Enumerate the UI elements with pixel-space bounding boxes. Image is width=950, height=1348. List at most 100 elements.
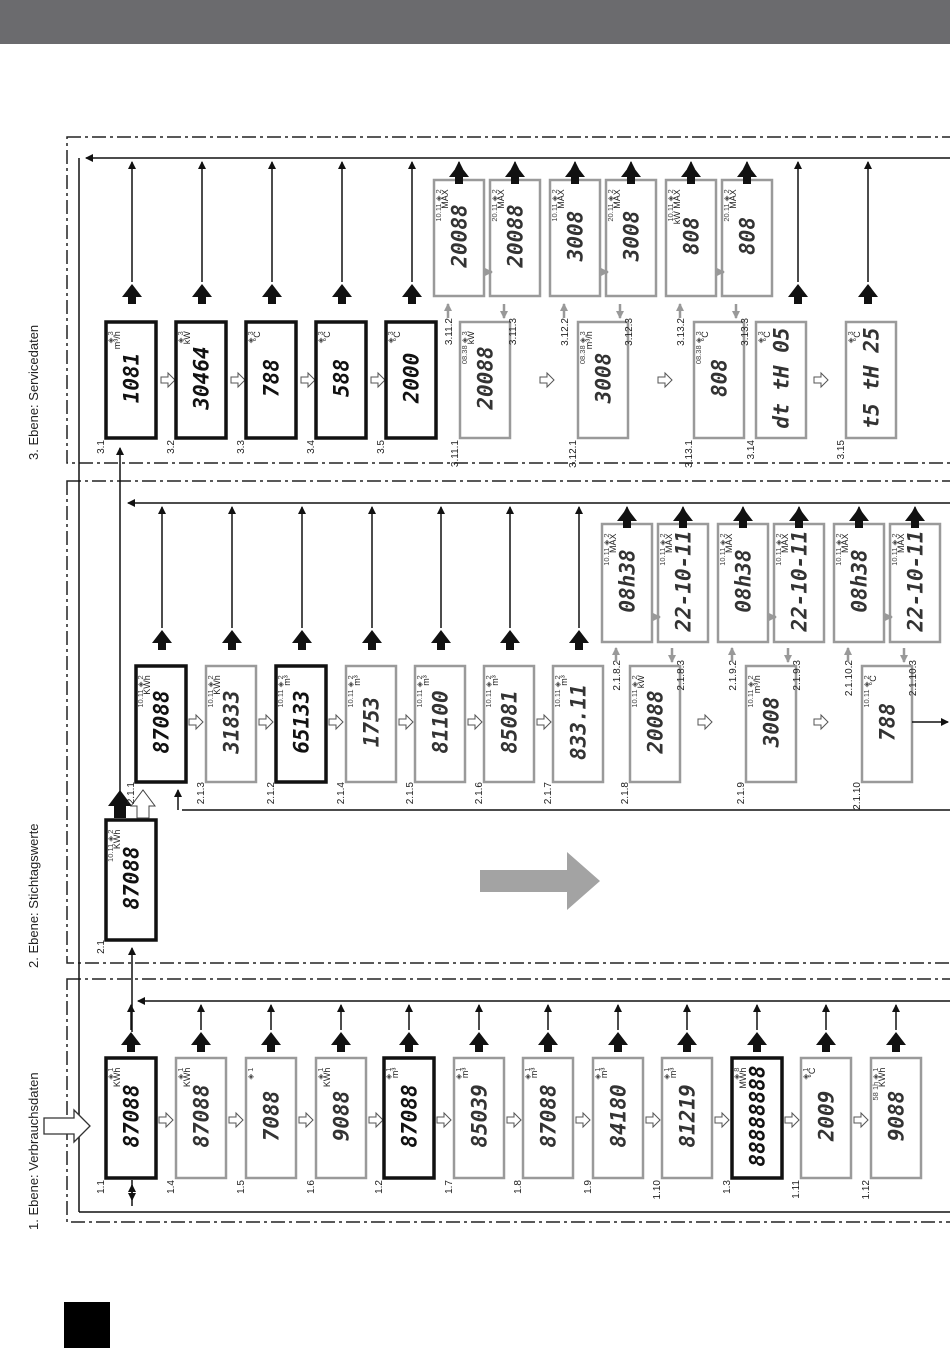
- display-indicator: 10.11 ◈ 2: [106, 830, 115, 862]
- display-indicator: 20.11 ◈ 2: [490, 189, 499, 221]
- display-value: 2009: [814, 1091, 838, 1143]
- display-id-label: 2.1.5: [405, 782, 416, 805]
- display-frame: [384, 320, 438, 440]
- display-unit: m³/h: [584, 331, 594, 349]
- next-arrow: [467, 713, 483, 731]
- display-indicator: 10.11 ◈ 2: [666, 189, 675, 221]
- display-indicator: 10.11 ◈ 2: [415, 675, 424, 707]
- display-value: dt tH 05: [769, 327, 793, 428]
- step-arrow: [431, 630, 451, 650]
- display-value: 87088: [536, 1084, 560, 1147]
- display-id-label: 1.7: [444, 1180, 455, 1194]
- display-value: 808: [679, 217, 703, 255]
- display-frame: [844, 320, 898, 440]
- step-arrow: [747, 1032, 767, 1052]
- display-frame: [521, 1056, 575, 1180]
- display-unit: kW MAX: [672, 189, 682, 224]
- display-id-label: 2.1.7: [543, 782, 554, 805]
- display-id-label: 2.1.3: [196, 782, 207, 805]
- display-frame: [413, 664, 467, 784]
- display-unit: m³: [529, 1068, 539, 1079]
- step-arrow: [849, 508, 869, 528]
- display-unit: kW: [466, 331, 476, 345]
- lcd-display-3-4: 588°C◈ 33.4: [306, 320, 368, 454]
- display-id-label: 1.11: [791, 1180, 802, 1199]
- display-indicator: 10.11 ◈ 2: [276, 675, 285, 707]
- display-frame: [664, 178, 718, 298]
- display-id-label: 1.4: [166, 1180, 177, 1194]
- display-frame: [656, 522, 710, 644]
- display-frame: [720, 178, 774, 298]
- display-value: 1081: [119, 353, 143, 404]
- step-arrow: [617, 508, 637, 528]
- display-value: 84180: [606, 1084, 630, 1147]
- display-value: 08h38: [731, 549, 755, 612]
- display-indicator: 10.11 ◈ 2: [550, 189, 559, 221]
- display-value: 87088: [397, 1084, 421, 1147]
- display-value: t5 tH 25: [859, 327, 883, 428]
- display-unit: kW: [636, 675, 646, 689]
- header-bar: [0, 0, 950, 44]
- display-id-label: 3.15: [836, 440, 847, 460]
- display-id-label: 3.13.2: [676, 318, 687, 346]
- display-indicator: 10.11 ◈ 2: [484, 675, 493, 707]
- display-id-label: 1.2: [374, 1180, 385, 1194]
- display-id-label: 3.13.1: [684, 440, 695, 468]
- display-id-label: 2.1.10.3: [908, 660, 919, 697]
- next-arrow: [436, 1111, 452, 1129]
- display-indicator: 10.11 ◈ 2: [630, 675, 639, 707]
- display-frame: [548, 178, 602, 298]
- lcd-display-3-5: 2000°C◈ 33.5: [376, 320, 438, 454]
- display-frame: [772, 522, 826, 644]
- display-id-label: 2.1.6: [474, 782, 485, 805]
- display-id-label: 3.3: [236, 440, 247, 454]
- display-id-label: 2.1.2: [266, 782, 277, 805]
- display-frame: [104, 818, 158, 942]
- display-unit: KWh: [182, 1068, 192, 1088]
- step-arrow: [469, 1032, 489, 1052]
- display-value: 833.11: [566, 684, 590, 760]
- display-frame: [628, 664, 682, 784]
- next-arrow: [300, 371, 316, 389]
- display-id-label: 3.14: [746, 440, 757, 460]
- display-unit: m³: [668, 1068, 678, 1079]
- frame-level2: [66, 480, 950, 964]
- display-id-label: 1.8: [513, 1180, 524, 1194]
- display-unit: m³: [599, 1068, 609, 1079]
- display-unit: MAX: [780, 533, 790, 553]
- display-frame: [551, 664, 605, 784]
- display-unit: KWh: [877, 1068, 887, 1088]
- step-arrow: [500, 630, 520, 650]
- step-arrow: [362, 630, 382, 650]
- display-unit: KWh: [322, 1068, 332, 1088]
- display-value: 808: [735, 217, 759, 255]
- display-unit: °C: [868, 675, 878, 686]
- display-indicator: 10.11 ◈ 2: [206, 675, 215, 707]
- display-unit: KWh: [112, 1068, 122, 1088]
- step-arrow: [122, 284, 142, 304]
- step-arrow: [121, 1032, 141, 1052]
- display-unit: °C: [392, 331, 402, 342]
- next-arrow: [784, 1111, 800, 1129]
- display-unit: m³: [490, 675, 500, 686]
- display-value: 9088: [329, 1091, 353, 1142]
- step-arrow: [737, 164, 757, 184]
- display-value: 30464: [189, 346, 213, 410]
- next-arrow: [657, 371, 673, 389]
- display-id-label: 2.1: [96, 940, 107, 954]
- display-id-label: 3.11.3: [508, 318, 519, 345]
- step-arrow: [673, 508, 693, 528]
